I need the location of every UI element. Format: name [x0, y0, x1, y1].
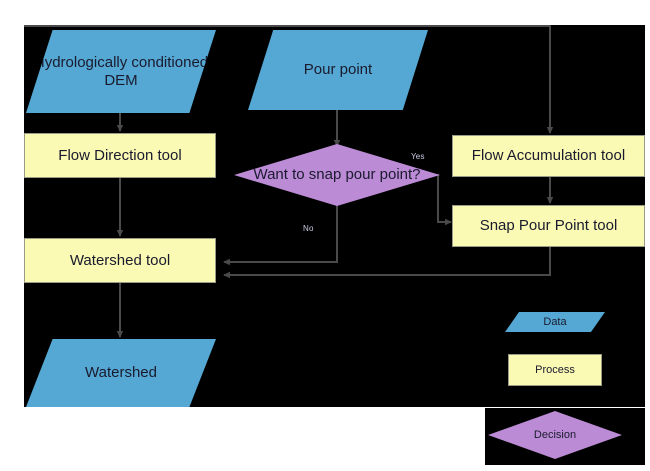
node-label: Hydrologically conditioned DEM — [33, 53, 209, 89]
node-label: Pour point — [303, 61, 373, 79]
legend-item-process: Process — [508, 354, 602, 386]
node-label: Flow Direction tool — [58, 146, 182, 164]
node-label: Watershed — [85, 364, 157, 382]
legend-label: Process — [535, 363, 575, 376]
node-snap-pour-point-tool[interactable]: Snap Pour Point tool — [452, 205, 645, 247]
node-flow-accumulation-tool[interactable]: Flow Accumulation tool — [452, 135, 645, 177]
edge-label-no: No — [303, 224, 314, 233]
node-watershed-tool[interactable]: Watershed tool — [24, 238, 216, 283]
node-label: Watershed tool — [69, 251, 171, 269]
legend-label: Decision — [533, 428, 577, 441]
edge-label-yes: Yes — [411, 152, 425, 161]
node-label: Snap Pour Point tool — [479, 217, 618, 235]
node-flow-direction-tool[interactable]: Flow Direction tool — [24, 133, 216, 178]
legend-label: Data — [543, 315, 567, 328]
node-watershed[interactable]: Watershed — [26, 339, 216, 407]
node-label: Flow Accumulation tool — [471, 147, 626, 165]
legend-item-data: Data — [505, 312, 605, 332]
node-pour-point[interactable]: Pour point — [248, 30, 428, 110]
node-hydrologically-conditioned-dem[interactable]: Hydrologically conditioned DEM — [26, 30, 216, 113]
node-label: Want to snap pour point? — [253, 166, 421, 184]
